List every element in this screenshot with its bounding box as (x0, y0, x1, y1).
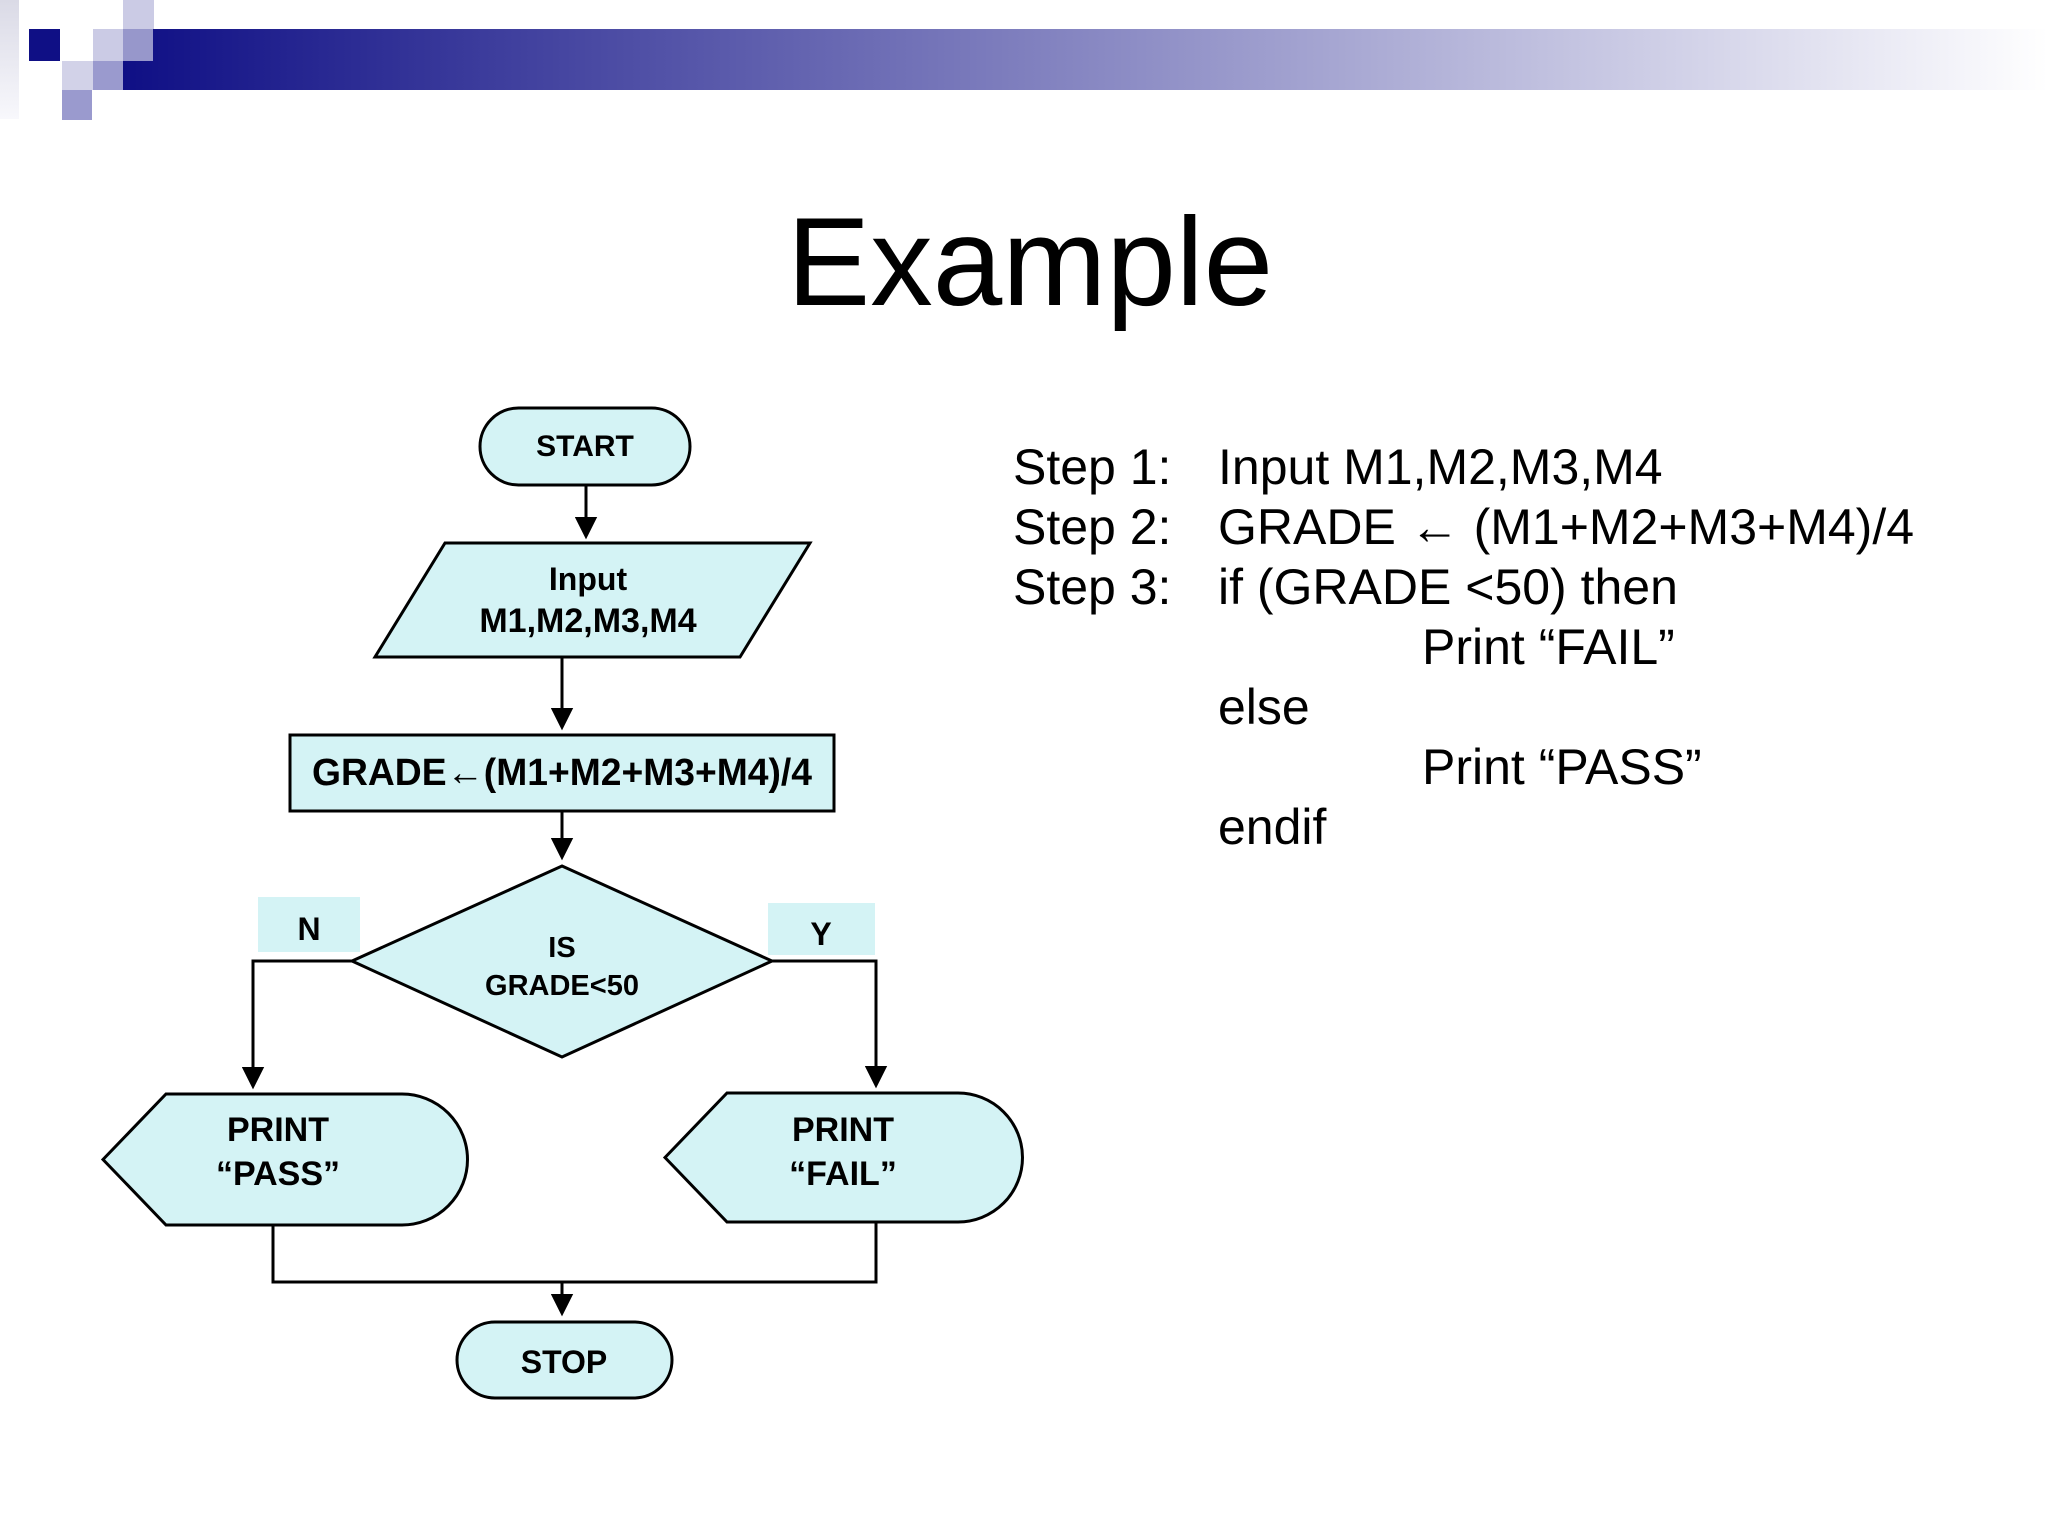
start-node (478, 406, 692, 487)
step-label: Step 2: (1013, 499, 1172, 555)
pseudocode-line: Step 2: GRADE ← (M1+M2+M3+M4)/4 (1013, 497, 1914, 557)
pseudocode-line: Step 3: if (GRADE <50) then (1013, 557, 1914, 617)
pseudocode-line: else (1013, 677, 1914, 737)
branch-yes-box (768, 903, 875, 955)
page-title: Example (787, 193, 1273, 332)
step-label (1013, 617, 1218, 677)
header-square-lavender (93, 29, 123, 61)
input-node-label-line2: M1,M2,M3,M4 (479, 602, 696, 640)
step-text: Input M1,M2,M3,M4 (1218, 439, 1663, 495)
input-node-label-line1: Input (549, 561, 628, 597)
branch-no-label: N (297, 911, 320, 947)
step-label (1013, 797, 1218, 857)
step-label: Step 3: (1013, 559, 1172, 615)
header-square-slate-3 (62, 90, 92, 120)
step-text: else (1218, 679, 1310, 735)
connector-yes-branch (772, 959, 888, 1089)
print-pass-label-line2: “PASS” (216, 1155, 340, 1193)
decision-node (348, 864, 776, 1059)
print-pass-node (100, 1092, 469, 1227)
step-text: Print “PASS” (1422, 739, 1702, 795)
header-square-lavender-2 (62, 61, 93, 90)
pseudocode-line: endif (1013, 797, 1914, 857)
step-text: Print “FAIL” (1422, 619, 1675, 675)
stop-node-label: STOP (521, 1344, 608, 1380)
branch-yes-label: Y (810, 916, 831, 952)
step-text: if (GRADE <50) then (1218, 559, 1678, 615)
decision-node-label-line2: GRADE<50 (485, 970, 639, 1002)
header-square-top-lavender (123, 0, 154, 29)
step-label: Step 1: (1013, 439, 1172, 495)
branch-no-box (258, 897, 360, 952)
pseudocode-line: Step 1: Input M1,M2,M3,M4 (1013, 437, 1914, 497)
header-left-strip (0, 0, 19, 119)
print-fail-label-line2: “FAIL” (789, 1155, 897, 1193)
step-label (1013, 737, 1218, 797)
process-node (288, 733, 836, 813)
start-node-label: START (536, 430, 634, 463)
input-node (372, 541, 813, 659)
pseudocode-line: Print “FAIL” (1013, 617, 1914, 677)
pseudocode-block: Step 1: Input M1,M2,M3,M4 Step 2: GRADE … (1013, 437, 1914, 857)
header-decoration (0, 0, 2048, 120)
pseudocode-line: Print “PASS” (1013, 737, 1914, 797)
step-label (1013, 677, 1218, 737)
header-square-slate (123, 29, 153, 61)
header-square-navy (29, 29, 60, 61)
step-text: endif (1218, 799, 1327, 855)
print-fail-node (662, 1091, 1024, 1224)
stop-node (455, 1320, 674, 1400)
header-gradient-bar (123, 29, 2048, 90)
step-text: GRADE ← (M1+M2+M3+M4)/4 (1218, 499, 1915, 555)
header-square-slate-2 (93, 61, 123, 90)
flowchart: START Input M1,M2,M3,M4 GRADE←(M1+M2+M3+… (100, 406, 1024, 1400)
connector-no-branch (241, 959, 352, 1090)
print-fail-label-line1: PRINT (792, 1111, 894, 1149)
process-node-label: GRADE←(M1+M2+M3+M4)/4 (312, 752, 812, 794)
decision-node-label-line1: IS (548, 932, 575, 964)
connector-merge (271, 1222, 878, 1284)
print-pass-label-line1: PRINT (227, 1111, 329, 1149)
